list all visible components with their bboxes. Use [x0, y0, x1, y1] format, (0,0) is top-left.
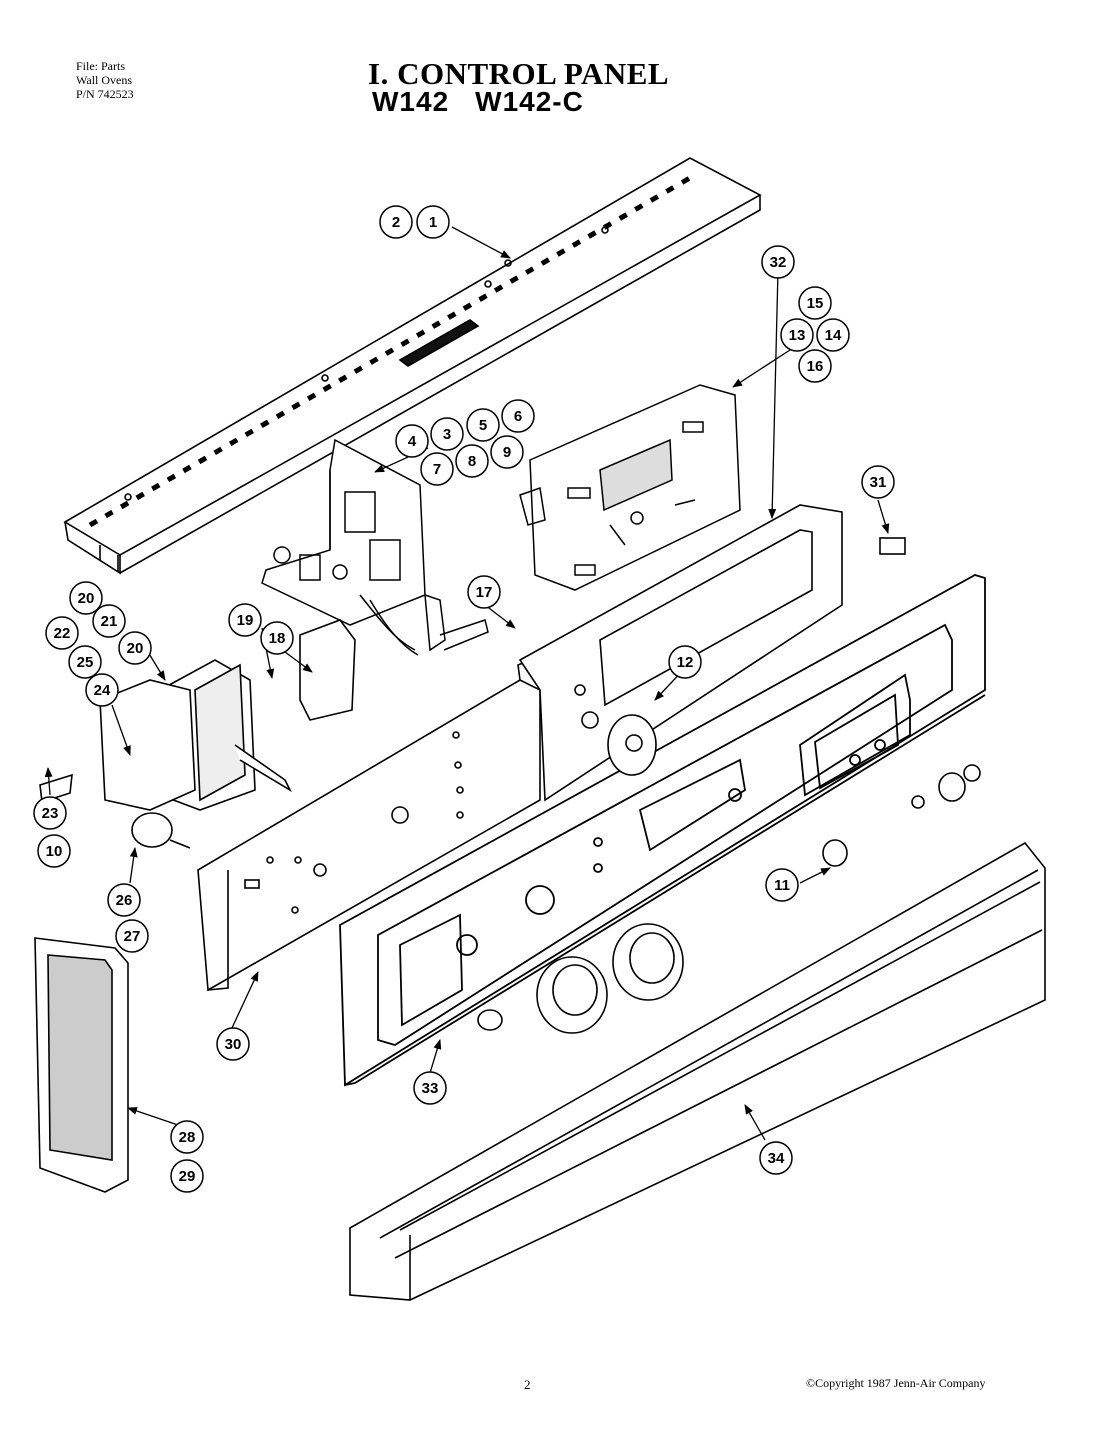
file-line: P/N 742523 [76, 87, 134, 101]
model-number: W142-C [475, 86, 584, 117]
callout-24: 24 [85, 673, 119, 707]
bottom-trim [349, 841, 1046, 1301]
callout-25: 25 [68, 645, 102, 679]
svg-text:31: 31 [870, 474, 887, 491]
svg-text:13: 13 [789, 327, 806, 344]
svg-text:8: 8 [468, 453, 476, 470]
callout-6: 6 [501, 399, 535, 433]
callout-15: 15 [798, 286, 832, 320]
page-number: 2 [524, 1377, 531, 1392]
file-line: Wall Ovens [76, 73, 133, 87]
svg-text:23: 23 [42, 805, 59, 822]
callout-22: 22 [45, 616, 79, 650]
svg-text:11: 11 [774, 877, 790, 894]
svg-text:4: 4 [408, 433, 417, 450]
callout-5: 5 [466, 408, 500, 442]
callout-20b: 20 [118, 631, 152, 665]
callout-17: 17 [467, 575, 501, 609]
svg-text:18: 18 [269, 630, 286, 647]
svg-text:33: 33 [422, 1080, 439, 1097]
callout-8: 8 [455, 444, 489, 478]
svg-text:30: 30 [225, 1036, 242, 1053]
callout-16: 16 [798, 349, 832, 383]
svg-text:19: 19 [237, 612, 254, 629]
callout-14: 14 [816, 318, 850, 352]
callout-2: 2 [379, 205, 413, 239]
display-module [519, 384, 741, 591]
selector-switches [39, 619, 356, 849]
svg-text:6: 6 [514, 408, 522, 425]
file-line: File: Parts [76, 59, 126, 73]
svg-text:26: 26 [116, 892, 133, 909]
side-cover [34, 937, 129, 1193]
svg-text:12: 12 [677, 654, 694, 671]
svg-text:32: 32 [770, 254, 787, 271]
svg-text:14: 14 [825, 327, 842, 344]
callout-28: 28 [170, 1120, 204, 1154]
copyright-notice: ©Copyright 1987 Jenn-Air Company [806, 1376, 986, 1390]
svg-text:9: 9 [503, 444, 511, 461]
file-info: File: Parts Wall Ovens P/N 742523 [76, 59, 134, 101]
callout-20: 20 [69, 581, 103, 615]
callout-26: 26 [107, 883, 141, 917]
callout-23: 23 [33, 796, 67, 830]
callout-29: 29 [170, 1159, 204, 1193]
svg-text:21: 21 [101, 613, 118, 630]
model-numbers: W142 W142-C [372, 86, 610, 118]
svg-text:3: 3 [443, 426, 451, 443]
callout-32: 32 [761, 245, 795, 279]
callout-group: 2 1 15 13 14 16 4 3 5 6 7 8 9 32 31 17 1… [33, 205, 895, 1193]
svg-text:10: 10 [46, 843, 63, 860]
callout-11: 11 [765, 868, 799, 902]
callout-4: 4 [395, 424, 429, 458]
callout-12: 12 [668, 645, 702, 679]
svg-text:17: 17 [476, 584, 493, 601]
callout-10: 10 [37, 834, 71, 868]
svg-text:5: 5 [479, 417, 487, 434]
svg-text:22: 22 [54, 625, 71, 642]
svg-text:29: 29 [179, 1168, 196, 1185]
callout-19: 19 [228, 603, 262, 637]
model-number: W142 [372, 86, 450, 117]
svg-text:20: 20 [78, 590, 95, 607]
callout-7: 7 [420, 452, 454, 486]
callout-3: 3 [430, 417, 464, 451]
callout-27: 27 [115, 919, 149, 953]
callout-30: 30 [216, 1027, 250, 1061]
callout-21: 21 [92, 604, 126, 638]
fascia-overlay [339, 574, 986, 1087]
svg-text:15: 15 [807, 295, 824, 312]
callout-9: 9 [490, 435, 524, 469]
callout-33: 33 [413, 1071, 447, 1105]
top-rail [63, 157, 762, 575]
svg-text:27: 27 [124, 928, 141, 945]
clip-part [879, 537, 906, 555]
svg-text:7: 7 [433, 461, 441, 478]
svg-text:34: 34 [768, 1150, 785, 1167]
callout-1: 1 [416, 205, 450, 239]
svg-text:25: 25 [77, 654, 94, 671]
callout-31: 31 [861, 465, 895, 499]
svg-text:24: 24 [94, 682, 111, 699]
svg-text:16: 16 [807, 358, 824, 375]
circuit-board [261, 438, 489, 656]
page-title: I. CONTROL PANEL [368, 56, 670, 91]
svg-text:2: 2 [392, 214, 400, 231]
svg-text:1: 1 [429, 214, 437, 231]
svg-text:28: 28 [179, 1129, 196, 1146]
control-knobs [477, 714, 981, 1034]
callout-13: 13 [780, 318, 814, 352]
callout-18: 18 [260, 621, 294, 655]
svg-text:20: 20 [127, 640, 144, 657]
callout-34: 34 [759, 1141, 793, 1175]
